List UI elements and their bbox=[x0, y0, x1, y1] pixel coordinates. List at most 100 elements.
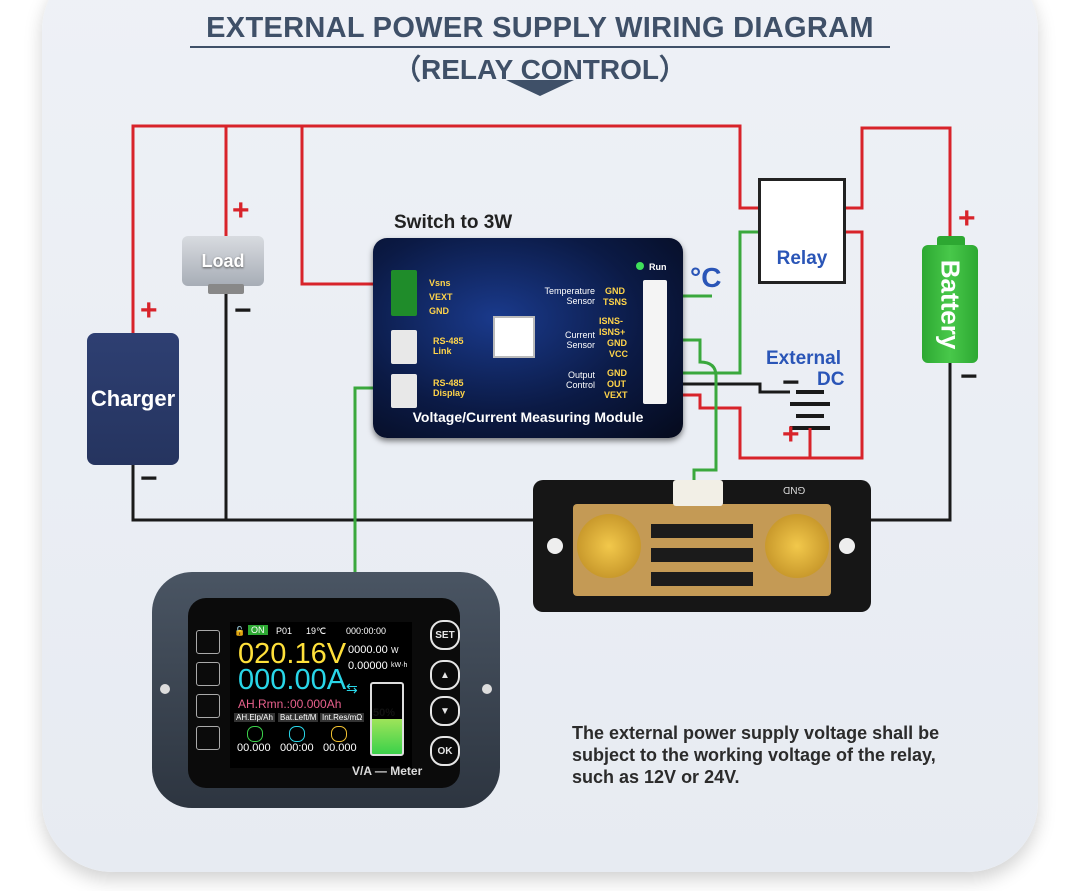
run-label: Run bbox=[649, 262, 667, 272]
energy-unit: kW·h bbox=[391, 662, 408, 669]
wire-vext-relay bbox=[681, 230, 864, 460]
wire-battery-positive bbox=[838, 126, 952, 238]
battery-label: Battery bbox=[935, 259, 966, 349]
load-base bbox=[208, 284, 244, 294]
power-unit: W bbox=[391, 646, 399, 655]
minus-icon: − bbox=[234, 294, 252, 327]
battery-gauge bbox=[370, 682, 404, 756]
plus-icon: + bbox=[958, 202, 976, 235]
switch-note: Switch to 3W bbox=[394, 212, 513, 233]
lock-icon: 🔓 bbox=[234, 626, 246, 636]
rs485-link-port bbox=[391, 330, 417, 364]
power-icon bbox=[247, 726, 263, 742]
page-title: EXTERNAL POWER SUPPLY WIRING DIAGRAM bbox=[206, 12, 874, 44]
rs485-link-label: RS-485 Link bbox=[433, 336, 464, 356]
supply-note: The external power supply voltage shall … bbox=[572, 723, 940, 787]
bolt-left-icon bbox=[577, 514, 641, 578]
pin-temp-gnd: GND bbox=[605, 286, 625, 296]
temperature-readout: 19℃ bbox=[306, 626, 327, 636]
battery-terminal bbox=[937, 236, 965, 246]
minus-icon: − bbox=[140, 462, 158, 495]
pin-out: OUT bbox=[607, 379, 626, 389]
mount-hole-icon bbox=[547, 538, 563, 554]
page-subtitle: （RELAY CONTROL） bbox=[392, 54, 688, 85]
up-button[interactable]: ▲ bbox=[430, 660, 460, 690]
wire-battery-negative bbox=[871, 363, 952, 522]
wire-charger-positive bbox=[131, 124, 760, 333]
clock-readout: 000:00:00 bbox=[346, 626, 387, 636]
battery-box: Battery bbox=[922, 245, 978, 363]
sense-connector bbox=[673, 480, 723, 506]
pin-vcc: VCC bbox=[609, 349, 629, 359]
ah-elapsed-value: 00.000 bbox=[237, 742, 271, 754]
col-bat-left: Bat.Left/M bbox=[278, 713, 319, 722]
wire-vsns bbox=[300, 126, 395, 286]
temperature-sensor-label: Temperature Sensor bbox=[544, 286, 595, 306]
status-on: ON bbox=[248, 625, 268, 635]
pin-out-gnd: GND bbox=[607, 368, 627, 378]
rs485-display-port bbox=[391, 374, 417, 408]
shunt-gnd-label: GND bbox=[783, 484, 806, 495]
pin-isns-plus: ISNS+ bbox=[599, 327, 626, 337]
load-label: Load bbox=[201, 250, 245, 271]
plus-icon: + bbox=[232, 194, 250, 227]
pin-tsns: TSNS bbox=[603, 297, 628, 307]
temperature-unit: °C bbox=[690, 262, 722, 293]
relay-label: Relay bbox=[776, 248, 828, 269]
rs485-display-label: RS-485 Display bbox=[433, 378, 466, 398]
run-led-icon bbox=[636, 262, 644, 270]
current-sensor-label: Current Sensor bbox=[564, 330, 595, 350]
pin-current-gnd: GND bbox=[607, 338, 627, 348]
bolt-right-icon bbox=[765, 514, 829, 578]
qr-code bbox=[493, 316, 535, 358]
resistance-icon bbox=[331, 726, 347, 742]
bat-left-value: 000:00 bbox=[280, 742, 314, 754]
energy-readout: 0.00000 bbox=[348, 660, 388, 672]
int-res-value: 00.000 bbox=[323, 742, 357, 754]
down-arrow-icon bbox=[506, 80, 574, 96]
battery-percent: 50% bbox=[373, 707, 396, 719]
load-motor: Load bbox=[182, 236, 264, 286]
col-ah-elapsed: AH.Elp/Ah bbox=[234, 713, 275, 722]
profile-label: P01 bbox=[276, 626, 293, 636]
wire-ext-dc-negative bbox=[681, 382, 790, 394]
title-underline bbox=[190, 46, 890, 48]
ok-button[interactable]: OK bbox=[430, 736, 460, 766]
settings-icon bbox=[196, 694, 220, 718]
pin-isns-minus: ISNS- bbox=[599, 316, 624, 326]
mount-hole-icon bbox=[160, 684, 170, 694]
pin-vext: VEXT bbox=[429, 292, 453, 302]
plus-icon: + bbox=[140, 294, 158, 327]
battery-mode-icon bbox=[196, 630, 220, 654]
wire-charger-negative bbox=[131, 465, 533, 522]
minus-icon: − bbox=[960, 360, 978, 393]
current-readout: 000.00A bbox=[238, 664, 347, 696]
shunt-slot bbox=[651, 548, 753, 562]
external-dc-label-2: DC bbox=[817, 369, 845, 390]
pin-vsns: Vsns bbox=[429, 278, 451, 288]
wire-shunt-sense bbox=[681, 338, 718, 480]
pin-out-vext: VEXT bbox=[604, 390, 628, 400]
mount-hole-icon bbox=[839, 538, 855, 554]
col-int-res: Int.Res/mΩ bbox=[320, 713, 365, 722]
set-button[interactable]: SET bbox=[430, 620, 460, 650]
voltage-readout: 020.16V bbox=[238, 638, 347, 670]
pin-header bbox=[643, 280, 667, 404]
charger-box: Charger bbox=[87, 333, 179, 465]
measuring-module: Vsns VEXT GND RS-485 Link RS-485 Display… bbox=[373, 238, 683, 438]
external-dc-label-1: External bbox=[766, 348, 841, 369]
mount-hole-icon bbox=[482, 684, 492, 694]
minus-icon: − bbox=[782, 366, 800, 399]
shunt-slot bbox=[651, 572, 753, 586]
plus-icon: + bbox=[782, 418, 800, 451]
down-button[interactable]: ▼ bbox=[430, 696, 460, 726]
terminal-block bbox=[391, 270, 417, 316]
output-control-label: Output Control bbox=[565, 370, 595, 390]
module-title: Voltage/Current Measuring Module bbox=[412, 409, 644, 425]
meter-side-icons bbox=[196, 630, 220, 750]
wire-out-relay bbox=[681, 230, 758, 375]
power-readout: 0000.00 bbox=[348, 644, 388, 656]
clock-icon bbox=[289, 726, 305, 742]
shunt-slot bbox=[651, 524, 753, 538]
meter-brand: V/A — Meter bbox=[352, 764, 423, 778]
